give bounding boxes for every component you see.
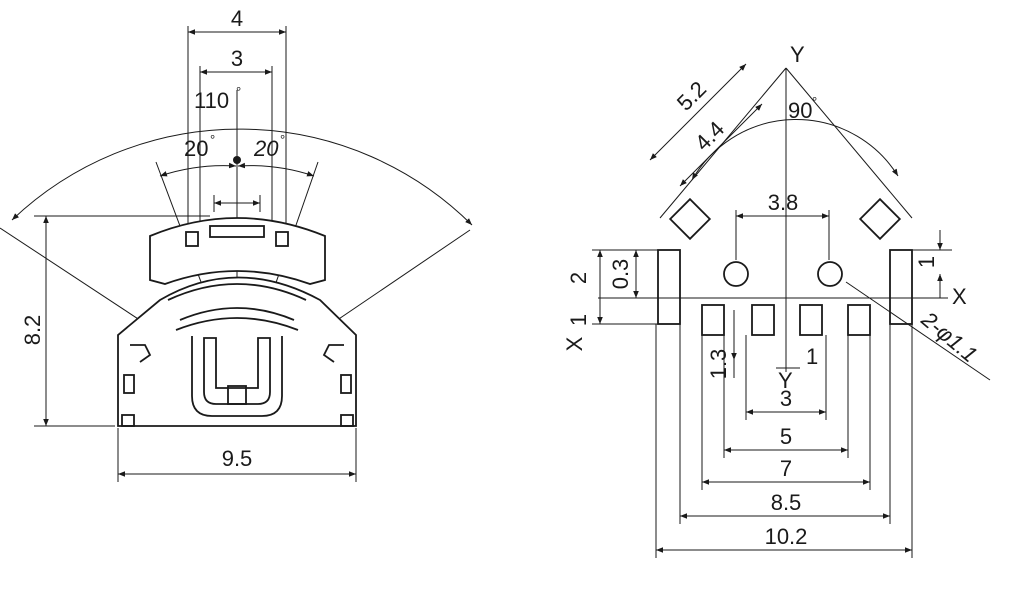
right-view: Y Y X X 5.2 4.4 90 ° 3.8 2 0.3 1 1 2-φ1.… [562,42,991,558]
label-pad-offset: 0.3 [608,259,633,290]
housing-body [117,276,357,427]
label-axis-x-right: X [952,284,967,309]
label-width-inner: 3 [231,46,243,71]
label-angle-right: 20 [253,136,279,161]
diag-pad-left [668,197,712,241]
svg-text:°: ° [236,84,241,99]
label-axis-y-top: Y [790,42,805,67]
label-angle-90: 90 [788,98,812,123]
rotor-cap [149,217,326,285]
label-pitch-7: 7 [780,456,792,481]
label-angle-left: 20 [184,136,208,161]
label-pitch-3: 3 [780,386,792,411]
label-hole-pitch: 3.8 [768,190,799,215]
label-diag-inner: 4.4 [690,116,729,155]
label-axis-y-bottom: Y [778,368,793,393]
arc-20-left [159,162,237,177]
label-width-base: 9.5 [222,446,253,471]
arc-90 [691,119,899,181]
label-pitch-5: 5 [780,424,792,449]
svg-text:°: ° [210,132,215,147]
pivot-point [233,156,241,164]
label-pitch-8-5: 8.5 [771,490,802,515]
label-right-small: 1 [914,256,939,268]
label-left-small: 1 [566,314,591,326]
side-pad-left [657,249,681,325]
label-pin-small: 1 [806,344,818,369]
label-height: 8.2 [20,315,45,346]
label-pad-height: 2 [566,272,591,284]
label-diag-outer: 5.2 [672,76,711,115]
svg-text:°: ° [280,132,285,147]
left-view: 4 3 110 ° 20 ° 20 ° 8.2 9.5 [0,6,473,482]
label-width-10-2: 10.2 [765,524,808,549]
hole-right [817,261,843,287]
label-axis-x-left: X [562,336,587,351]
label-pad-gap: 1.3 [706,349,731,380]
hole-left [723,261,749,287]
svg-text:°: ° [812,94,817,109]
diag-pad-right [858,197,902,241]
sweep-arc-110 [11,128,473,226]
arc-20-right [237,162,315,177]
label-angle-total: 110 [194,88,229,113]
shaft-socket [191,336,283,417]
label-width-top: 4 [231,6,243,31]
side-pad-right [889,249,913,325]
